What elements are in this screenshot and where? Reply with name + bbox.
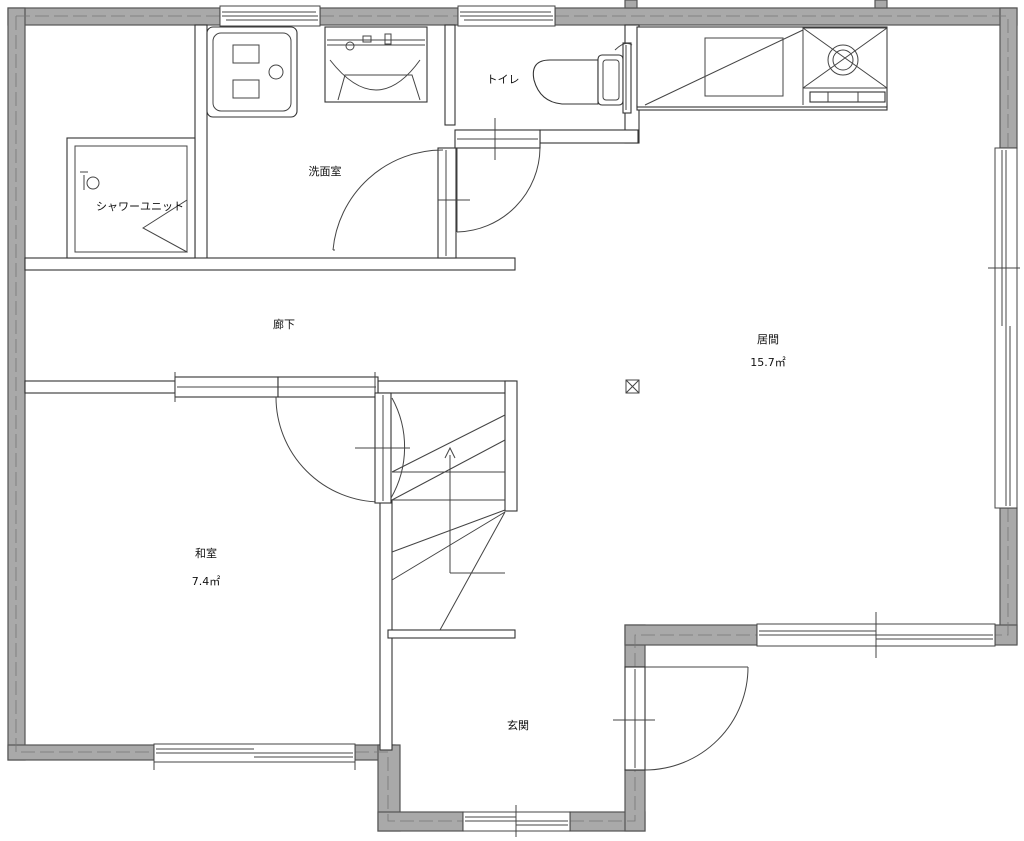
doors: [174, 118, 749, 771]
room-label-living: 居間: [757, 333, 779, 346]
door-stair: [355, 392, 410, 504]
window-top-washroom: [219, 5, 321, 27]
wall-right-upper: [999, 7, 1018, 149]
wall-entry-bottom-left: [377, 811, 464, 832]
washing-machine: [206, 26, 298, 118]
kitchen: [636, 26, 888, 108]
wall-top-left: [7, 7, 221, 26]
windows: [153, 5, 1020, 837]
door-toilet: [454, 118, 541, 233]
room-label-genkan: 玄関: [507, 718, 529, 732]
partition-stair-right: [504, 380, 518, 512]
stair-bottom-wall: [387, 629, 516, 639]
partition-washitsu-right: [379, 499, 393, 751]
window-top-toilet: [457, 5, 556, 27]
wall-stub-a: [624, 0, 638, 9]
shower-unit: [66, 137, 196, 259]
staircase: [391, 414, 506, 631]
washbasin: [324, 26, 428, 103]
door-washitsu: [174, 372, 381, 503]
room-label-washroom: 洗面室: [309, 164, 342, 178]
door-washroom: [332, 147, 470, 259]
wall-right-lower: [999, 507, 1018, 645]
room-label-shower: シャワーユニット: [96, 200, 184, 213]
ceiling-mark: [625, 379, 640, 394]
wall-left: [7, 7, 26, 761]
wall-stub-b: [874, 0, 888, 9]
room-area-washitsu: 7.4㎡: [192, 575, 221, 588]
room-labels: シャワーユニット 洗面室 トイレ 廊下 居間 15.7㎡ 和室 7.4㎡ 玄関: [96, 73, 786, 732]
wall-top-mid: [319, 7, 459, 26]
window-washitsu-bottom: [153, 743, 356, 770]
window-living-bottom: [756, 612, 996, 658]
room-label-toilet: トイレ: [487, 73, 520, 86]
room-area-living: 15.7㎡: [750, 356, 786, 369]
partition-wash-corridor: [24, 257, 516, 271]
wall-centerlines: [15, 15, 1009, 822]
window-right-living: [988, 147, 1020, 509]
partition-stair-top: [377, 380, 516, 394]
partition-wash-toilet: [444, 24, 456, 126]
room-label-washitsu: 和室: [195, 546, 217, 560]
partition-shower-wash: [194, 24, 208, 261]
toilet-fixture: [532, 42, 633, 114]
partition-washitsu-top-a: [24, 380, 176, 394]
room-label-corridor: 廊下: [273, 317, 295, 331]
door-entrance: [613, 666, 749, 771]
wall-bottom-left-a: [7, 744, 155, 761]
window-entry-bottom: [462, 805, 571, 837]
wall-top-right: [554, 7, 1018, 26]
partition-toilet-bottom: [539, 129, 639, 144]
